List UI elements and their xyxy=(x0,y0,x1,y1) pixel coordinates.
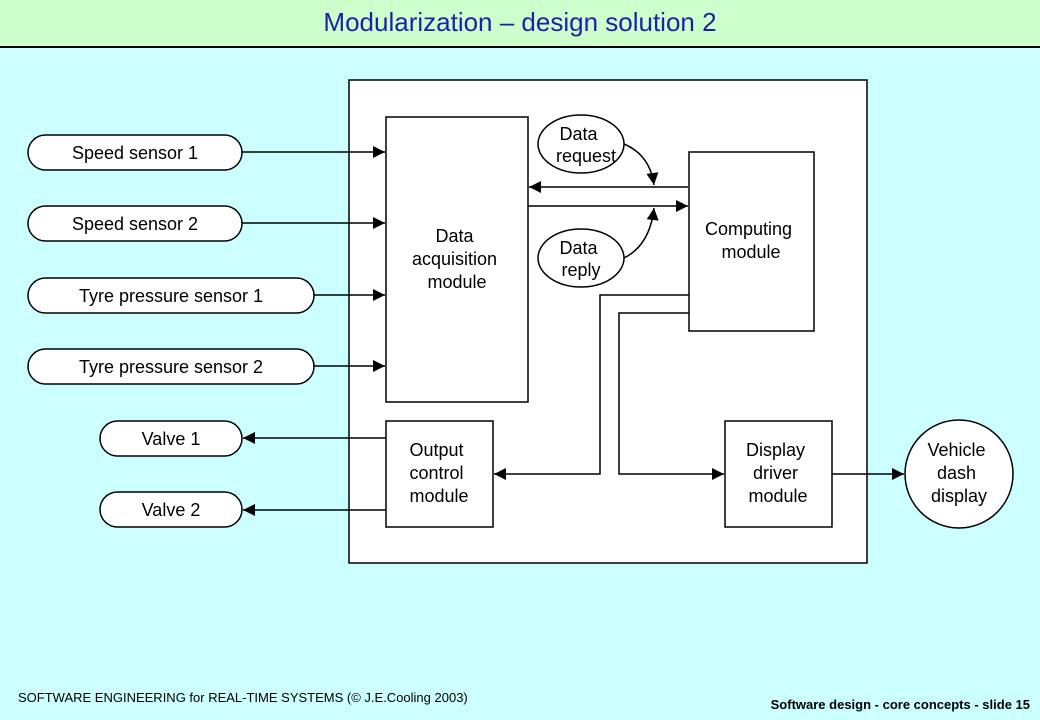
message-label-line: Data xyxy=(559,124,598,144)
module-label-line: module xyxy=(409,486,468,506)
flow-request-curve xyxy=(623,143,659,186)
output-control-module: Output control module xyxy=(385,420,494,528)
flow-reply-curve xyxy=(623,207,659,259)
module-label-line: module xyxy=(748,486,807,506)
input-tyre-pressure-sensor-1: Tyre pressure sensor 1 xyxy=(27,277,315,314)
message-label-line: Data xyxy=(559,238,598,258)
output-valve-2: Valve 2 xyxy=(99,491,243,528)
input-tyre-pressure-sensor-2: Tyre pressure sensor 2 xyxy=(27,348,315,385)
module-label-line: Computing xyxy=(705,219,792,239)
svg-text:Computing module: Computing module xyxy=(705,219,797,262)
output-label: Valve 1 xyxy=(142,429,201,449)
output-valve-1: Valve 1 xyxy=(99,420,243,457)
output-label: Valve 2 xyxy=(142,500,201,520)
input-label: Speed sensor 2 xyxy=(72,214,198,234)
svg-text:Data reply: Data reply xyxy=(559,238,602,280)
data-acquisition-module: Data acquisition module xyxy=(385,116,529,403)
flow-computing-to-display-driver xyxy=(618,312,724,480)
input-label: Tyre pressure sensor 2 xyxy=(79,357,263,377)
title-bar xyxy=(0,0,1040,48)
message-label-line: request xyxy=(556,146,616,166)
vehicle-dash-display: Vehicle dash display xyxy=(904,419,1014,529)
display-label-line: dash xyxy=(937,463,976,483)
input-label: Speed sensor 1 xyxy=(72,143,198,163)
input-speed-sensor-1: Speed sensor 1 xyxy=(27,134,243,171)
module-label-line: acquisition xyxy=(412,249,497,269)
module-label-line: Output xyxy=(409,440,463,460)
slide-title: Modularization – design solution 2 xyxy=(323,7,717,37)
display-label-line: display xyxy=(931,486,987,506)
footer-slide-info: Software design - core concepts - slide … xyxy=(770,697,1030,712)
module-label-line: driver xyxy=(753,463,798,483)
module-label-line: Data xyxy=(435,226,474,246)
module-label-line: Display xyxy=(746,440,805,460)
display-driver-module: Display driver module xyxy=(724,420,833,528)
input-label: Tyre pressure sensor 1 xyxy=(79,286,263,306)
module-label-line: control xyxy=(409,463,463,483)
module-label-line: module xyxy=(721,242,780,262)
computing-module: Computing module xyxy=(688,151,815,332)
svg-text:Vehicle dash displ: Vehicle dash display xyxy=(927,440,990,506)
message-label-line: reply xyxy=(561,260,600,280)
flow-computing-to-output-control xyxy=(494,294,689,480)
svg-text:Data request: Data request xyxy=(556,124,616,166)
data-reply-message: Data reply xyxy=(537,228,625,288)
svg-text:Output control mod: Output control module xyxy=(409,440,468,506)
display-label-line: Vehicle xyxy=(927,440,985,460)
footer-credit: SOFTWARE ENGINEERING for REAL-TIME SYSTE… xyxy=(18,690,468,705)
module-label-line: module xyxy=(427,272,486,292)
data-request-message: Data request xyxy=(537,114,625,174)
svg-text:Data acquisition m: Data acquisition module xyxy=(412,226,502,292)
input-speed-sensor-2: Speed sensor 2 xyxy=(27,205,243,242)
svg-text:Display driver mod: Display driver module xyxy=(746,440,810,506)
